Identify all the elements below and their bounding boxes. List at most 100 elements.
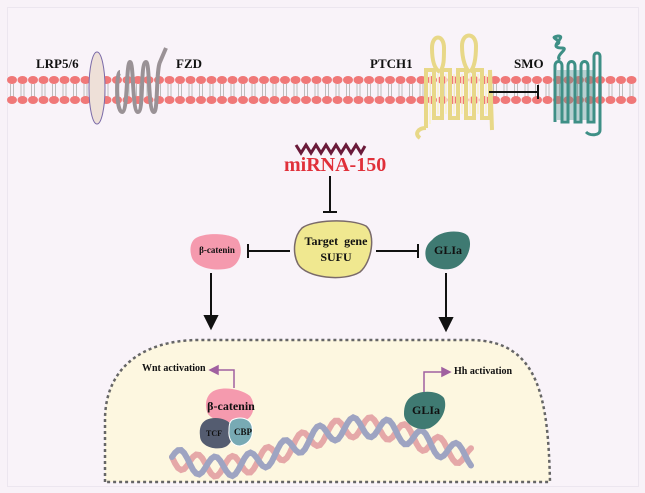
lipid-head xyxy=(17,96,28,104)
lipid-head xyxy=(7,96,17,104)
lipid-head xyxy=(605,76,616,84)
mirna-wave-icon xyxy=(294,142,367,156)
lipid-head xyxy=(280,76,290,84)
lipid-head xyxy=(259,96,269,104)
tcf-label: TCF xyxy=(206,429,222,438)
lipid-head xyxy=(311,96,322,104)
lipid-head xyxy=(206,76,217,84)
lipid-head xyxy=(70,96,80,104)
nuclear-glia-label: GLIa xyxy=(411,403,440,417)
hh-activation-arrow xyxy=(423,366,452,392)
lipid-head xyxy=(38,96,49,104)
inhibit-ptch-smo xyxy=(489,85,539,99)
lipid-head xyxy=(217,76,227,84)
lipid-head xyxy=(49,76,59,84)
lipid-head xyxy=(164,96,175,104)
lipid-head xyxy=(59,96,70,104)
arrow-glia-nucleus xyxy=(438,273,454,333)
ptch1-receptor-inner xyxy=(429,74,487,124)
lipid-head xyxy=(259,76,269,84)
beta-catenin-label: β-catenin xyxy=(199,245,235,255)
sufu-label: SUFU xyxy=(320,250,352,264)
inhibit-sufu-glia xyxy=(376,244,419,258)
lipid-head xyxy=(395,96,406,104)
ptch1-receptor xyxy=(415,33,494,140)
lipid-head xyxy=(406,76,416,84)
lipid-head xyxy=(616,76,626,84)
lipid-head xyxy=(385,76,395,84)
lipid-head xyxy=(185,76,196,84)
sufu-blob xyxy=(293,220,373,279)
lipid-head xyxy=(28,76,38,84)
lipid-head xyxy=(626,76,637,84)
fzd-receptor xyxy=(115,47,168,115)
lipid-head xyxy=(500,76,511,84)
lipid-head xyxy=(7,76,17,84)
lipid-head xyxy=(490,76,500,84)
nuclear-beta-catenin-blob xyxy=(205,388,254,422)
lipid-head xyxy=(164,76,175,84)
lipid-head xyxy=(175,76,185,84)
lipid-head xyxy=(80,96,91,104)
lipid-head xyxy=(280,96,290,104)
lipid-head xyxy=(332,96,343,104)
lipid-head xyxy=(17,76,28,84)
lipid-head xyxy=(227,76,238,84)
lipid-head xyxy=(248,96,259,104)
lipid-head xyxy=(353,76,364,84)
lipid-head xyxy=(238,96,248,104)
nuclear-glia-blob xyxy=(404,391,446,430)
smo-receptor-fill xyxy=(557,70,593,120)
fzd-label: FZD xyxy=(176,56,202,71)
lipid-head xyxy=(364,76,374,84)
lipid-head xyxy=(332,76,343,84)
lipid-head xyxy=(49,96,59,104)
lrp-receptor xyxy=(88,51,106,125)
lipid-head xyxy=(374,96,385,104)
ptch1-label: PTCH1 xyxy=(370,56,413,71)
lipid-head xyxy=(395,76,406,84)
cbp-label: CBP xyxy=(234,427,252,437)
smo-receptor xyxy=(552,34,602,137)
wnt-activation-label: Wnt activation xyxy=(142,363,206,374)
lipid-head xyxy=(185,96,196,104)
lipid-head xyxy=(301,76,311,84)
dna-strand xyxy=(169,414,474,480)
mirna-label: miRNA-150 xyxy=(284,154,387,176)
lipid-head xyxy=(290,96,301,104)
lipid-head xyxy=(28,96,38,104)
lipid-head xyxy=(353,96,364,104)
inhibit-sufu-betacatenin xyxy=(247,244,290,258)
lipid-head xyxy=(248,76,259,84)
lrp-label: LRP5/6 xyxy=(36,56,79,71)
lipid-head xyxy=(616,96,626,104)
lipid-head xyxy=(322,96,332,104)
lipid-head xyxy=(542,96,553,104)
lipid-head xyxy=(542,76,553,84)
glia-blob xyxy=(425,231,471,270)
lipid-head xyxy=(196,76,206,84)
lipid-head xyxy=(343,76,353,84)
lipid-head xyxy=(406,96,416,104)
lipid-head xyxy=(500,96,511,104)
lipid-head xyxy=(238,76,248,84)
lipid-head xyxy=(343,96,353,104)
dna-helix xyxy=(169,414,474,480)
lipid-head xyxy=(364,96,374,104)
lipid-head xyxy=(38,76,49,84)
lipid-head xyxy=(511,96,521,104)
lipid-head xyxy=(59,76,70,84)
beta-catenin-blob xyxy=(190,234,241,270)
lipid-head xyxy=(206,96,217,104)
lipid-head xyxy=(532,76,542,84)
hh-activation-label: Hh activation xyxy=(454,366,513,377)
lipid-head xyxy=(311,76,322,84)
lipid-head xyxy=(521,96,532,104)
lipid-head xyxy=(290,76,301,84)
tcf-blob xyxy=(199,418,233,449)
target-gene-label: Target gene xyxy=(304,234,368,248)
lipid-head xyxy=(227,96,238,104)
lipid-head xyxy=(196,96,206,104)
inhibit-mirna-sufu xyxy=(323,176,337,213)
dna-strand xyxy=(169,414,474,480)
